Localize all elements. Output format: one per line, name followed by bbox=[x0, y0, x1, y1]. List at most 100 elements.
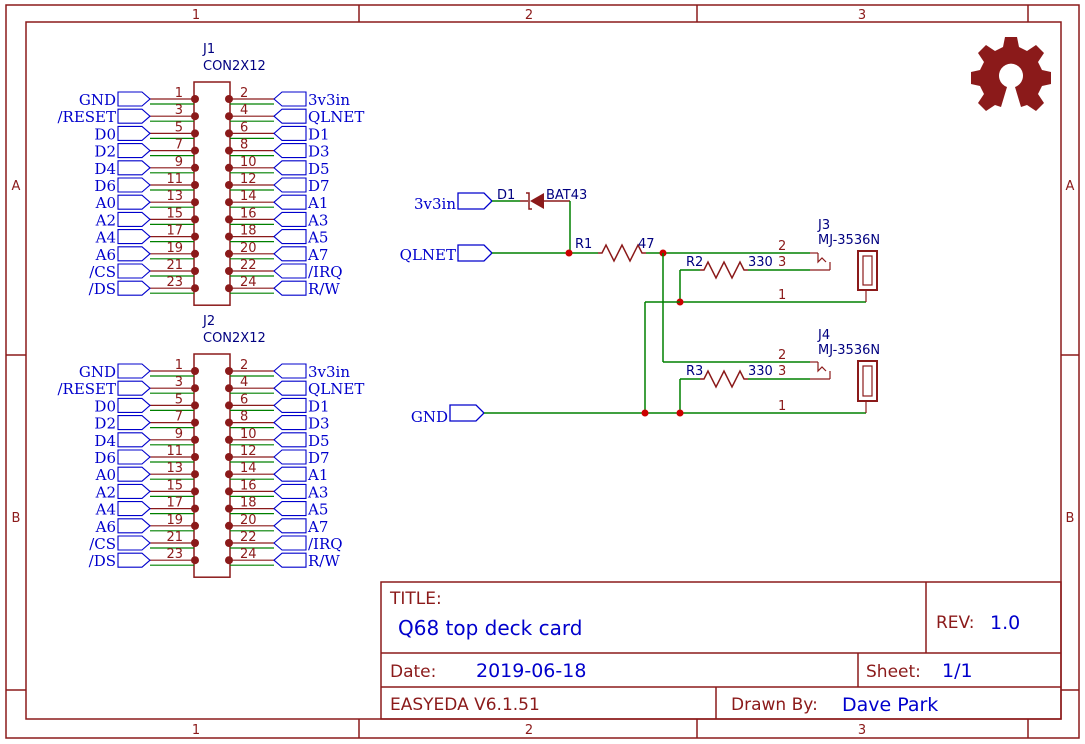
pin-dot-right bbox=[225, 521, 233, 530]
pin-number-right: 2 bbox=[240, 86, 248, 101]
pin-number-left: 5 bbox=[175, 392, 183, 407]
pin-number-left: 21 bbox=[166, 258, 183, 273]
net-port-right bbox=[273, 466, 307, 482]
net-port-right bbox=[273, 246, 307, 262]
net-label-left: D6 bbox=[94, 449, 116, 467]
drawn-by-value: Dave Park bbox=[842, 694, 938, 716]
net-port-right bbox=[273, 194, 307, 210]
connector-value: CON2X12 bbox=[203, 331, 266, 346]
pin-dot-right bbox=[225, 539, 233, 547]
net-port-right bbox=[273, 397, 307, 413]
net-port-left bbox=[117, 552, 151, 568]
net-port-left bbox=[117, 280, 151, 296]
net-label-left: A0 bbox=[95, 466, 116, 484]
pin-dot-left bbox=[191, 112, 199, 121]
pin-number-right: 20 bbox=[240, 513, 257, 528]
net-port-right bbox=[273, 177, 307, 193]
net-port-left bbox=[117, 229, 151, 245]
pin-number-left: 11 bbox=[166, 172, 183, 187]
net-label-right: D7 bbox=[308, 177, 330, 195]
net-label-right: /IRQ bbox=[308, 535, 343, 553]
net-port-right bbox=[273, 501, 307, 517]
net-label-right: R/W bbox=[308, 552, 340, 570]
j3-pin3: 3 bbox=[778, 255, 786, 270]
net-label-right: D1 bbox=[308, 125, 330, 143]
net-label-left: A6 bbox=[95, 246, 116, 264]
net-port-left bbox=[117, 466, 151, 482]
pin-dot-right bbox=[225, 284, 233, 293]
net-label-gnd: GND bbox=[411, 408, 448, 426]
net-port-right bbox=[273, 91, 307, 107]
pin-number-right: 24 bbox=[240, 547, 257, 562]
pin-dot-left bbox=[191, 232, 199, 241]
pin-dot-right bbox=[225, 470, 233, 479]
j3-pin2: 2 bbox=[778, 239, 786, 254]
net-label-3v3in: 3v3in bbox=[414, 195, 456, 213]
jack-j4: J4 MJ-3536N 2 3 1 bbox=[778, 328, 880, 414]
pin-dot-left bbox=[191, 556, 199, 565]
net-port-right bbox=[273, 125, 307, 141]
pin-dot-left bbox=[191, 249, 199, 258]
net-label-left: A2 bbox=[95, 483, 116, 501]
net-label-right: A3 bbox=[307, 483, 328, 501]
j4-value: MJ-3536N bbox=[818, 343, 880, 358]
net-label-right: D1 bbox=[308, 397, 330, 415]
pin-dot-left bbox=[191, 435, 199, 444]
pin-dot-right bbox=[225, 198, 233, 207]
r2-value: 330 bbox=[748, 255, 773, 270]
net-label-left: GND bbox=[79, 91, 116, 109]
pin-dot-right bbox=[225, 95, 233, 103]
pin-dot-left bbox=[191, 146, 199, 155]
net-label-right: 3v3in bbox=[308, 91, 350, 109]
oshw-gear-logo bbox=[971, 37, 1051, 111]
net-port-left bbox=[117, 380, 151, 396]
pin-dot-right bbox=[225, 249, 233, 258]
pin-number-right: 22 bbox=[240, 530, 257, 545]
pin-number-left: 15 bbox=[166, 478, 183, 493]
zone-row-b-right: B bbox=[1066, 511, 1075, 526]
pin-dot-left bbox=[191, 453, 199, 461]
net-port-left bbox=[117, 535, 151, 551]
net-label-right: D3 bbox=[308, 143, 330, 161]
net-label-left: A6 bbox=[95, 518, 116, 536]
net-label-left: D2 bbox=[94, 143, 116, 161]
pin-dot-left bbox=[191, 470, 199, 479]
pin-dot-right bbox=[225, 401, 233, 410]
net-label-left: /CS bbox=[89, 263, 116, 281]
pin-dot-right bbox=[225, 418, 233, 427]
pin-number-left: 1 bbox=[175, 86, 183, 101]
net-label-left: GND bbox=[79, 363, 116, 381]
net-port-right bbox=[273, 483, 307, 499]
title-block: TITLE: Q68 top deck card REV: 1.0 Date: … bbox=[380, 581, 1062, 720]
net-label-left: D6 bbox=[94, 177, 116, 195]
net-port-right bbox=[273, 280, 307, 296]
pin-dot-left bbox=[191, 418, 199, 427]
pin-dot-right bbox=[225, 556, 233, 565]
pin-number-right: 12 bbox=[240, 172, 257, 187]
pin-number-right: 18 bbox=[240, 224, 257, 239]
net-port-right bbox=[273, 229, 307, 245]
zone-col-1-bottom: 1 bbox=[192, 723, 200, 738]
pin-number-left: 9 bbox=[175, 427, 183, 442]
net-port-left bbox=[117, 415, 151, 431]
net-label-right: A1 bbox=[307, 194, 328, 212]
net-label-right: A5 bbox=[307, 229, 328, 247]
zone-col-1-top: 1 bbox=[192, 8, 200, 23]
net-label-left: D0 bbox=[94, 125, 116, 143]
net-port-left bbox=[117, 501, 151, 517]
title-label: TITLE: bbox=[389, 589, 442, 609]
net-port-right bbox=[273, 380, 307, 396]
pin-number-right: 12 bbox=[240, 444, 257, 459]
net-port-left bbox=[117, 246, 151, 262]
net-port-left bbox=[117, 432, 151, 448]
pin-dot-right bbox=[225, 384, 233, 393]
net-port-left bbox=[117, 211, 151, 227]
pin-number-left: 19 bbox=[166, 241, 183, 256]
net-port-left bbox=[117, 91, 151, 107]
pin-number-left: 5 bbox=[175, 120, 183, 135]
pin-number-left: 23 bbox=[166, 547, 183, 562]
net-label-right: QLNET bbox=[308, 108, 364, 126]
pin-dot-left bbox=[191, 384, 199, 393]
net-port-left bbox=[117, 160, 151, 176]
